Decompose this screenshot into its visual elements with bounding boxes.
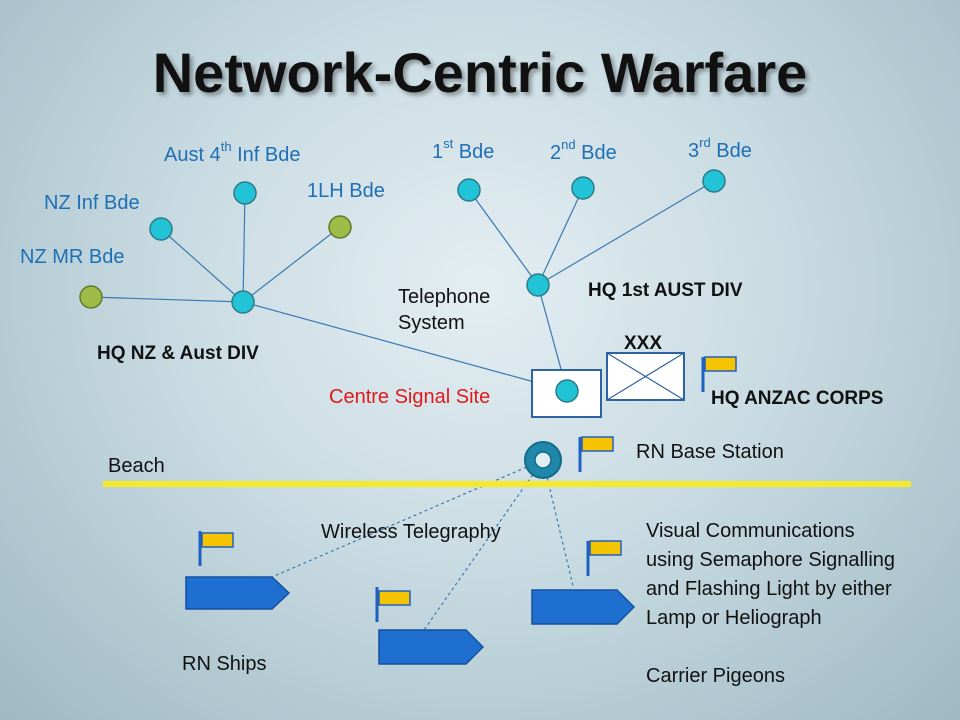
flags [198, 356, 737, 622]
node-2nd-bde [571, 176, 595, 200]
label-rn-ships: RN Ships [182, 653, 267, 675]
label-visual-communications: Visual Communications using Semaphore Si… [646, 520, 896, 629]
ship-icon-2 [378, 629, 485, 665]
label-wireless-telegraphy: Wireless Telegraphy [321, 521, 501, 543]
node-nz-inf-bde [149, 217, 173, 241]
link-nzmr-hqnz [90, 296, 244, 303]
node-centre-signal-site [555, 379, 579, 403]
flag-icon-ship-2 [375, 587, 411, 622]
ship-icon-1 [185, 576, 291, 610]
label-rn-base-station: RN Base Station [636, 441, 784, 463]
rn-base-station-icon [524, 441, 562, 479]
node-hq-nz-aust-div [231, 290, 255, 314]
hq-anzac-corps-symbol [606, 352, 685, 401]
label-telephone-system: Telephone System [398, 286, 491, 334]
node-3rd-bde [702, 169, 726, 193]
wireless-link-ship-2 [423, 459, 544, 631]
label-1lh-bde: 1LH Bde [307, 180, 385, 202]
label-hq-nz-aust-div: HQ NZ & Aust DIV [97, 343, 259, 364]
flag-icon-hq-anzac [701, 356, 737, 392]
link-aust4-hqnz [242, 192, 246, 303]
label-nz-mr-bde: NZ MR Bde [20, 246, 125, 268]
node-1lh-bde [328, 215, 352, 239]
solid-links [90, 180, 715, 392]
label-1st-bde: 1st Bde [432, 136, 495, 163]
ships [185, 576, 636, 665]
link-hqnz-centre [242, 301, 568, 392]
label-carrier-pigeons: Carrier Pigeons [646, 665, 785, 687]
label-3rd-bde: 3rd Bde [688, 135, 752, 162]
wireless-link-ship-1 [271, 459, 544, 578]
label-hq-anzac-corps: HQ ANZAC CORPS [711, 388, 884, 409]
label-xxx: XXX [624, 333, 663, 354]
ship-icon-3 [531, 589, 636, 625]
link-1st-hq1aust [468, 189, 539, 286]
node-1st-bde [457, 178, 481, 202]
link-3rd-hq1aust [537, 180, 715, 286]
node-nz-mr-bde [79, 285, 103, 309]
label-centre-signal-site: Centre Signal Site [329, 386, 491, 408]
wireless-links [271, 459, 574, 631]
link-1lh-hqnz [242, 226, 341, 303]
label-nz-inf-bde: NZ Inf Bde [44, 192, 140, 214]
link-nzinf-hqnz [160, 228, 244, 303]
label-aust4-inf-bde: Aust 4th Inf Bde [164, 139, 301, 166]
node-hq-1st-aust-div [526, 273, 550, 297]
nodes [79, 169, 726, 403]
flag-icon-ship-3 [586, 540, 622, 576]
wireless-link-ship-3 [542, 459, 574, 587]
label-beach: Beach [108, 455, 165, 477]
page-title: Network-Centric Warfare [152, 41, 808, 104]
flag-icon-rn-base [578, 436, 614, 472]
label-2nd-bde: 2nd Bde [550, 137, 617, 164]
label-hq-1st-aust-div: HQ 1st AUST DIV [588, 280, 743, 301]
node-aust4-inf-bde [233, 181, 257, 205]
link-2nd-hq1aust [537, 187, 584, 286]
flag-icon-ship-1 [198, 531, 234, 566]
